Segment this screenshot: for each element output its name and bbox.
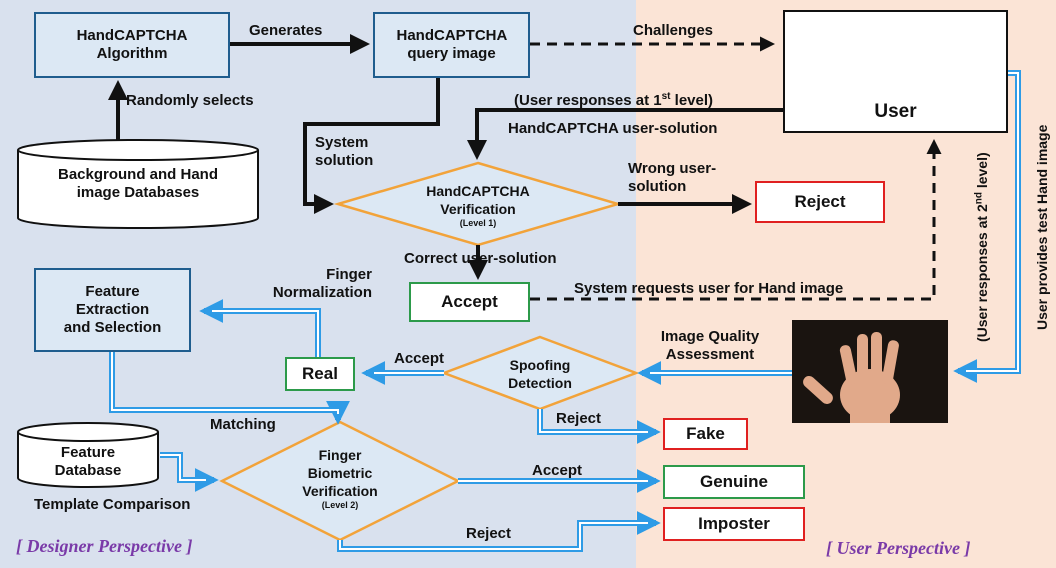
handcaptcha-query-image-label: HandCAPTCHA query image bbox=[396, 27, 508, 62]
user-solution-label: HandCAPTCHA user-solution bbox=[508, 120, 718, 137]
accept-real-label: Accept bbox=[394, 350, 445, 367]
finger-verification-label: Finger Biometric Verification (Level 2) bbox=[270, 446, 410, 510]
real-label: Real bbox=[302, 364, 338, 383]
arrow-template-comparison bbox=[160, 452, 219, 492]
real-box: Real bbox=[285, 357, 355, 391]
user-label: User bbox=[874, 101, 917, 122]
user-provides-label: User provides test Hand image bbox=[1034, 124, 1050, 330]
finger-level-label: (Level 2) bbox=[321, 500, 359, 510]
generates-label: Generates bbox=[249, 22, 323, 39]
arrow-system-solution bbox=[303, 78, 440, 214]
handcaptcha-algorithm-box: HandCAPTCHA Algorithm bbox=[34, 12, 230, 78]
finger-normalization-label: Finger Normalization bbox=[272, 266, 372, 301]
reject-fake-label: Reject bbox=[556, 410, 602, 427]
background-hand-database-cylinder bbox=[17, 139, 259, 229]
genuine-box: Genuine bbox=[663, 465, 805, 499]
arrow-user-solution bbox=[467, 108, 783, 160]
randomly-selects-label: Randomly selects bbox=[126, 92, 254, 109]
accept-label: Accept bbox=[441, 292, 498, 311]
user-responses-second-level-label: (User responses at 2nd level) bbox=[973, 152, 990, 342]
accept-genuine-label: Accept bbox=[532, 462, 583, 479]
accept-box: Accept bbox=[409, 282, 530, 322]
spoofing-detection-label: Spoofing Detection bbox=[508, 357, 572, 391]
verification-level-label: (Level 1) bbox=[459, 218, 497, 228]
reject-imposter-label: Reject bbox=[466, 525, 512, 542]
feature-database-label: Feature Database bbox=[54, 444, 122, 479]
fake-box: Fake bbox=[663, 418, 748, 450]
genuine-label: Genuine bbox=[699, 472, 768, 491]
template-comparison-label: Template Comparison bbox=[34, 496, 191, 513]
challenges-label: Challenges bbox=[633, 22, 714, 39]
image-quality-label: Image Quality Assessment bbox=[660, 328, 760, 363]
imposter-label: Imposter bbox=[698, 514, 770, 533]
hand-image-icon bbox=[792, 320, 948, 423]
feature-database-cylinder bbox=[17, 422, 159, 488]
user-box: User bbox=[783, 10, 1008, 133]
correct-solution-label: Correct user-solution bbox=[404, 250, 557, 267]
designer-perspective-caption: [ Designer Perspective ] bbox=[16, 536, 193, 556]
handcaptcha-query-image-box: HandCAPTCHA query image bbox=[373, 12, 530, 78]
system-requests-label: System requests user for Hand image bbox=[574, 280, 844, 297]
matching-label: Matching bbox=[210, 416, 276, 433]
arrow-finger-normalization bbox=[199, 299, 321, 357]
reject-label: Reject bbox=[794, 192, 846, 211]
user-responses-first-level-label: (User responses at 1st level) bbox=[514, 91, 714, 110]
handcaptcha-algorithm-label: HandCAPTCHA Algorithm bbox=[76, 27, 188, 62]
database-label: Background and Hand image Databases bbox=[57, 166, 218, 201]
user-perspective-caption: [ User Perspective ] bbox=[826, 538, 971, 558]
system-solution-label: System solution bbox=[315, 134, 374, 169]
verification-label: HandCAPTCHA Verification (Level 1) bbox=[388, 182, 568, 228]
reject-box: Reject bbox=[755, 181, 885, 223]
wrong-solution-label: Wrong user-solution bbox=[628, 160, 717, 195]
feature-extraction-label: Feature Extraction and Selection bbox=[63, 283, 162, 336]
feature-extraction-box: Feature Extraction and Selection bbox=[34, 268, 191, 352]
imposter-box: Imposter bbox=[663, 507, 805, 541]
fake-label: Fake bbox=[686, 424, 725, 443]
